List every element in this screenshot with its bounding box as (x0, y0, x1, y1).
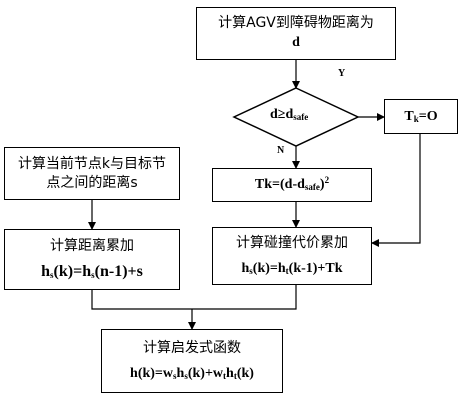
distance-accum-box: 计算距离累加 hs(k)=hs(n-1)+s (4, 229, 180, 290)
heuristic-formula: h(k)=wshs(k)+wtht(k) (130, 364, 254, 384)
tk-formula-text: Tk=(d-dsafe)2 (255, 175, 329, 195)
heuristic-box: 计算启发式函数 h(k)=wshs(k)+wtht(k) (101, 329, 283, 393)
tk-zero-rest: =O (418, 108, 438, 124)
tk-formula-suffix: ) (319, 177, 325, 192)
node-distance-box: 计算当前节点k与目标节 点之间的距离s (4, 147, 180, 200)
decision-lhs: d (270, 107, 278, 122)
distance-accum-formula: hs(k)=hs(n-1)+s (41, 262, 143, 282)
distance-f-a-sub: s (50, 270, 54, 280)
collision-f-a-sub: s (249, 265, 253, 276)
tk-formula-box: Tk=(d-dsafe)2 (212, 168, 372, 202)
heuristic-f-c: (k)+w (187, 365, 224, 381)
collision-accum-title: 计算碰撞代价累加 (236, 234, 348, 251)
heuristic-f-d-sub: t (233, 370, 237, 381)
decision-rhs-sub: safe (293, 112, 309, 122)
collision-f-c: (k-1)+Tk (288, 260, 343, 276)
tk-zero-base: T (404, 108, 414, 124)
tk-formula-sub: safe (304, 182, 320, 192)
distance-f-c: (n-1)+s (94, 263, 143, 280)
collision-accum-formula: hs(k)=ht(k-1)+Tk (241, 259, 342, 279)
tk-formula-sup: 2 (324, 175, 330, 185)
agv-distance-line2: d (292, 35, 300, 50)
distance-f-b-sub: s (91, 270, 95, 280)
collision-accum-box: 计算碰撞代价累加 hs(k)=ht(k-1)+Tk (212, 227, 372, 285)
line-distance-down (91, 290, 192, 310)
distance-f-b: (k)=h (53, 263, 92, 280)
heuristic-f-b-sub: s (184, 370, 188, 381)
arrow-tkzero-to-collision (371, 134, 421, 247)
tk-zero-box: Tk=O (384, 99, 458, 134)
node-distance-line2: 点之间的距离s (46, 174, 138, 191)
decision-rhs: d (285, 107, 294, 122)
agv-distance-box: 计算AGV到障碍物距离为 d (196, 7, 396, 60)
no-label: N (277, 145, 285, 156)
yes-label: Y (338, 68, 346, 79)
heuristic-f-e: (k) (236, 365, 254, 381)
collision-f-a: h (241, 260, 250, 276)
tk-zero-sub: k (413, 113, 419, 124)
agv-distance-line1: 计算AGV到障碍物距离为 (218, 15, 374, 31)
node-distance-line1: 计算当前节点k与目标节 (17, 155, 167, 172)
decision-op: ≥ (277, 107, 286, 122)
collision-f-b: (k)=h (252, 260, 286, 276)
distance-f-a: h (41, 263, 51, 280)
distance-accum-title: 计算距离累加 (50, 238, 134, 254)
heuristic-f-a: h(k)=w (130, 365, 174, 381)
heuristic-f-c-sub: t (223, 370, 227, 381)
tk-zero-text: Tk=O (404, 107, 437, 127)
heuristic-f-a-sub: s (173, 370, 177, 381)
heuristic-f-d: h (226, 365, 234, 381)
heuristic-title: 计算启发式函数 (143, 339, 241, 356)
decision-text: d≥dsafe (270, 107, 308, 123)
tk-formula-prefix: Tk=(d-d (254, 177, 305, 192)
heuristic-f-b: h (176, 365, 185, 381)
collision-f-b-sub: t (285, 265, 289, 276)
line-collision-down (192, 285, 297, 310)
